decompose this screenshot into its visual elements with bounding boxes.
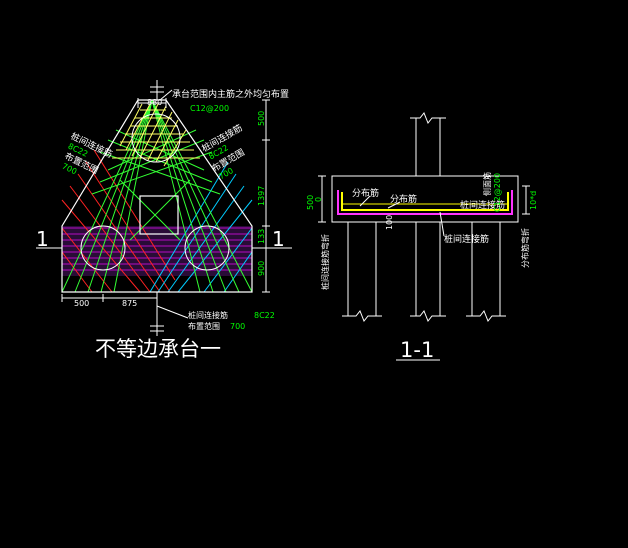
label-left-vert: 桩间连接筋弯折 [320, 234, 330, 290]
sec-dim-mid: 100 [385, 215, 394, 230]
plan-title: 不等边承台一 [95, 337, 221, 361]
label-pile-conn: 桩间连接筋 [460, 199, 505, 211]
bottom-label-1: 桩间连接筋 [188, 310, 228, 320]
dim-top [137, 98, 167, 108]
section-mark-left: 1 [36, 227, 49, 251]
right-vert-group: 分布筋弯折 [520, 228, 530, 268]
side-bar-group: C12@200 [493, 173, 502, 212]
note-top-bar: C12@200 [190, 104, 229, 113]
dist-rebar [341, 192, 509, 211]
sec-dim-left-2: 0 [314, 197, 323, 202]
dim-right-2: 1397 [257, 186, 266, 206]
label-pile-conn-2: 桩间连接筋 [444, 233, 489, 245]
dim-right [262, 99, 270, 293]
left-vert-group: 桩间连接筋弯折 [320, 234, 330, 290]
sec-dim-right: 10*d [529, 191, 538, 210]
main-rebar [337, 190, 513, 215]
label-side: 侧面筋 [482, 172, 492, 196]
pile-right [184, 225, 230, 271]
plan-view: 1 1 880 500 1397 133 900 500 [36, 80, 292, 361]
section-dims [318, 175, 530, 223]
dim-right-4: 900 [257, 261, 266, 276]
bottom-label-2-val: 700 [230, 322, 245, 331]
label-dist-2-leader [387, 201, 401, 209]
section-piles [342, 222, 506, 322]
cyan-bars-right [149, 161, 253, 293]
label-pile-conn-2-leader [439, 211, 445, 237]
bottom-label-leader [156, 305, 189, 319]
sec-dim-left: 500 [306, 195, 315, 210]
dim-right-1: 500 [257, 111, 266, 126]
label-dist-2: 分布筋 [390, 193, 417, 205]
pile-left [80, 225, 126, 271]
label-dist-1: 分布筋 [352, 187, 379, 199]
note-top: 承台范围内主筋之外均匀布置 [172, 88, 289, 100]
section-column [410, 112, 446, 176]
section-mark-right: 1 [272, 227, 285, 251]
dim-bottom [61, 294, 158, 302]
bottom-label-2: 布置范围 [188, 321, 220, 331]
label-side-bar: C12@200 [493, 173, 502, 212]
dim-right-3: 133 [257, 229, 266, 244]
dim-bottom-2: 875 [122, 299, 137, 308]
side-label-group: 侧面筋 [482, 172, 492, 196]
bottom-label-1-bar: 8C22 [254, 311, 275, 320]
label-right-vert: 分布筋弯折 [520, 228, 530, 268]
section-title: 1-1 [400, 338, 434, 362]
dim-top-value: 880 [147, 98, 162, 107]
pile-top [131, 113, 181, 163]
column-outline [139, 195, 179, 235]
section-view: 分布筋 分布筋 桩间连接筋 桩间连接筋 侧面筋 C12@200 桩间连接筋弯折 … [306, 112, 538, 362]
label-dist-1-leader [359, 195, 371, 207]
section-cap [331, 175, 519, 223]
dim-bottom-1: 500 [74, 299, 89, 308]
note-top-leader [159, 89, 173, 101]
